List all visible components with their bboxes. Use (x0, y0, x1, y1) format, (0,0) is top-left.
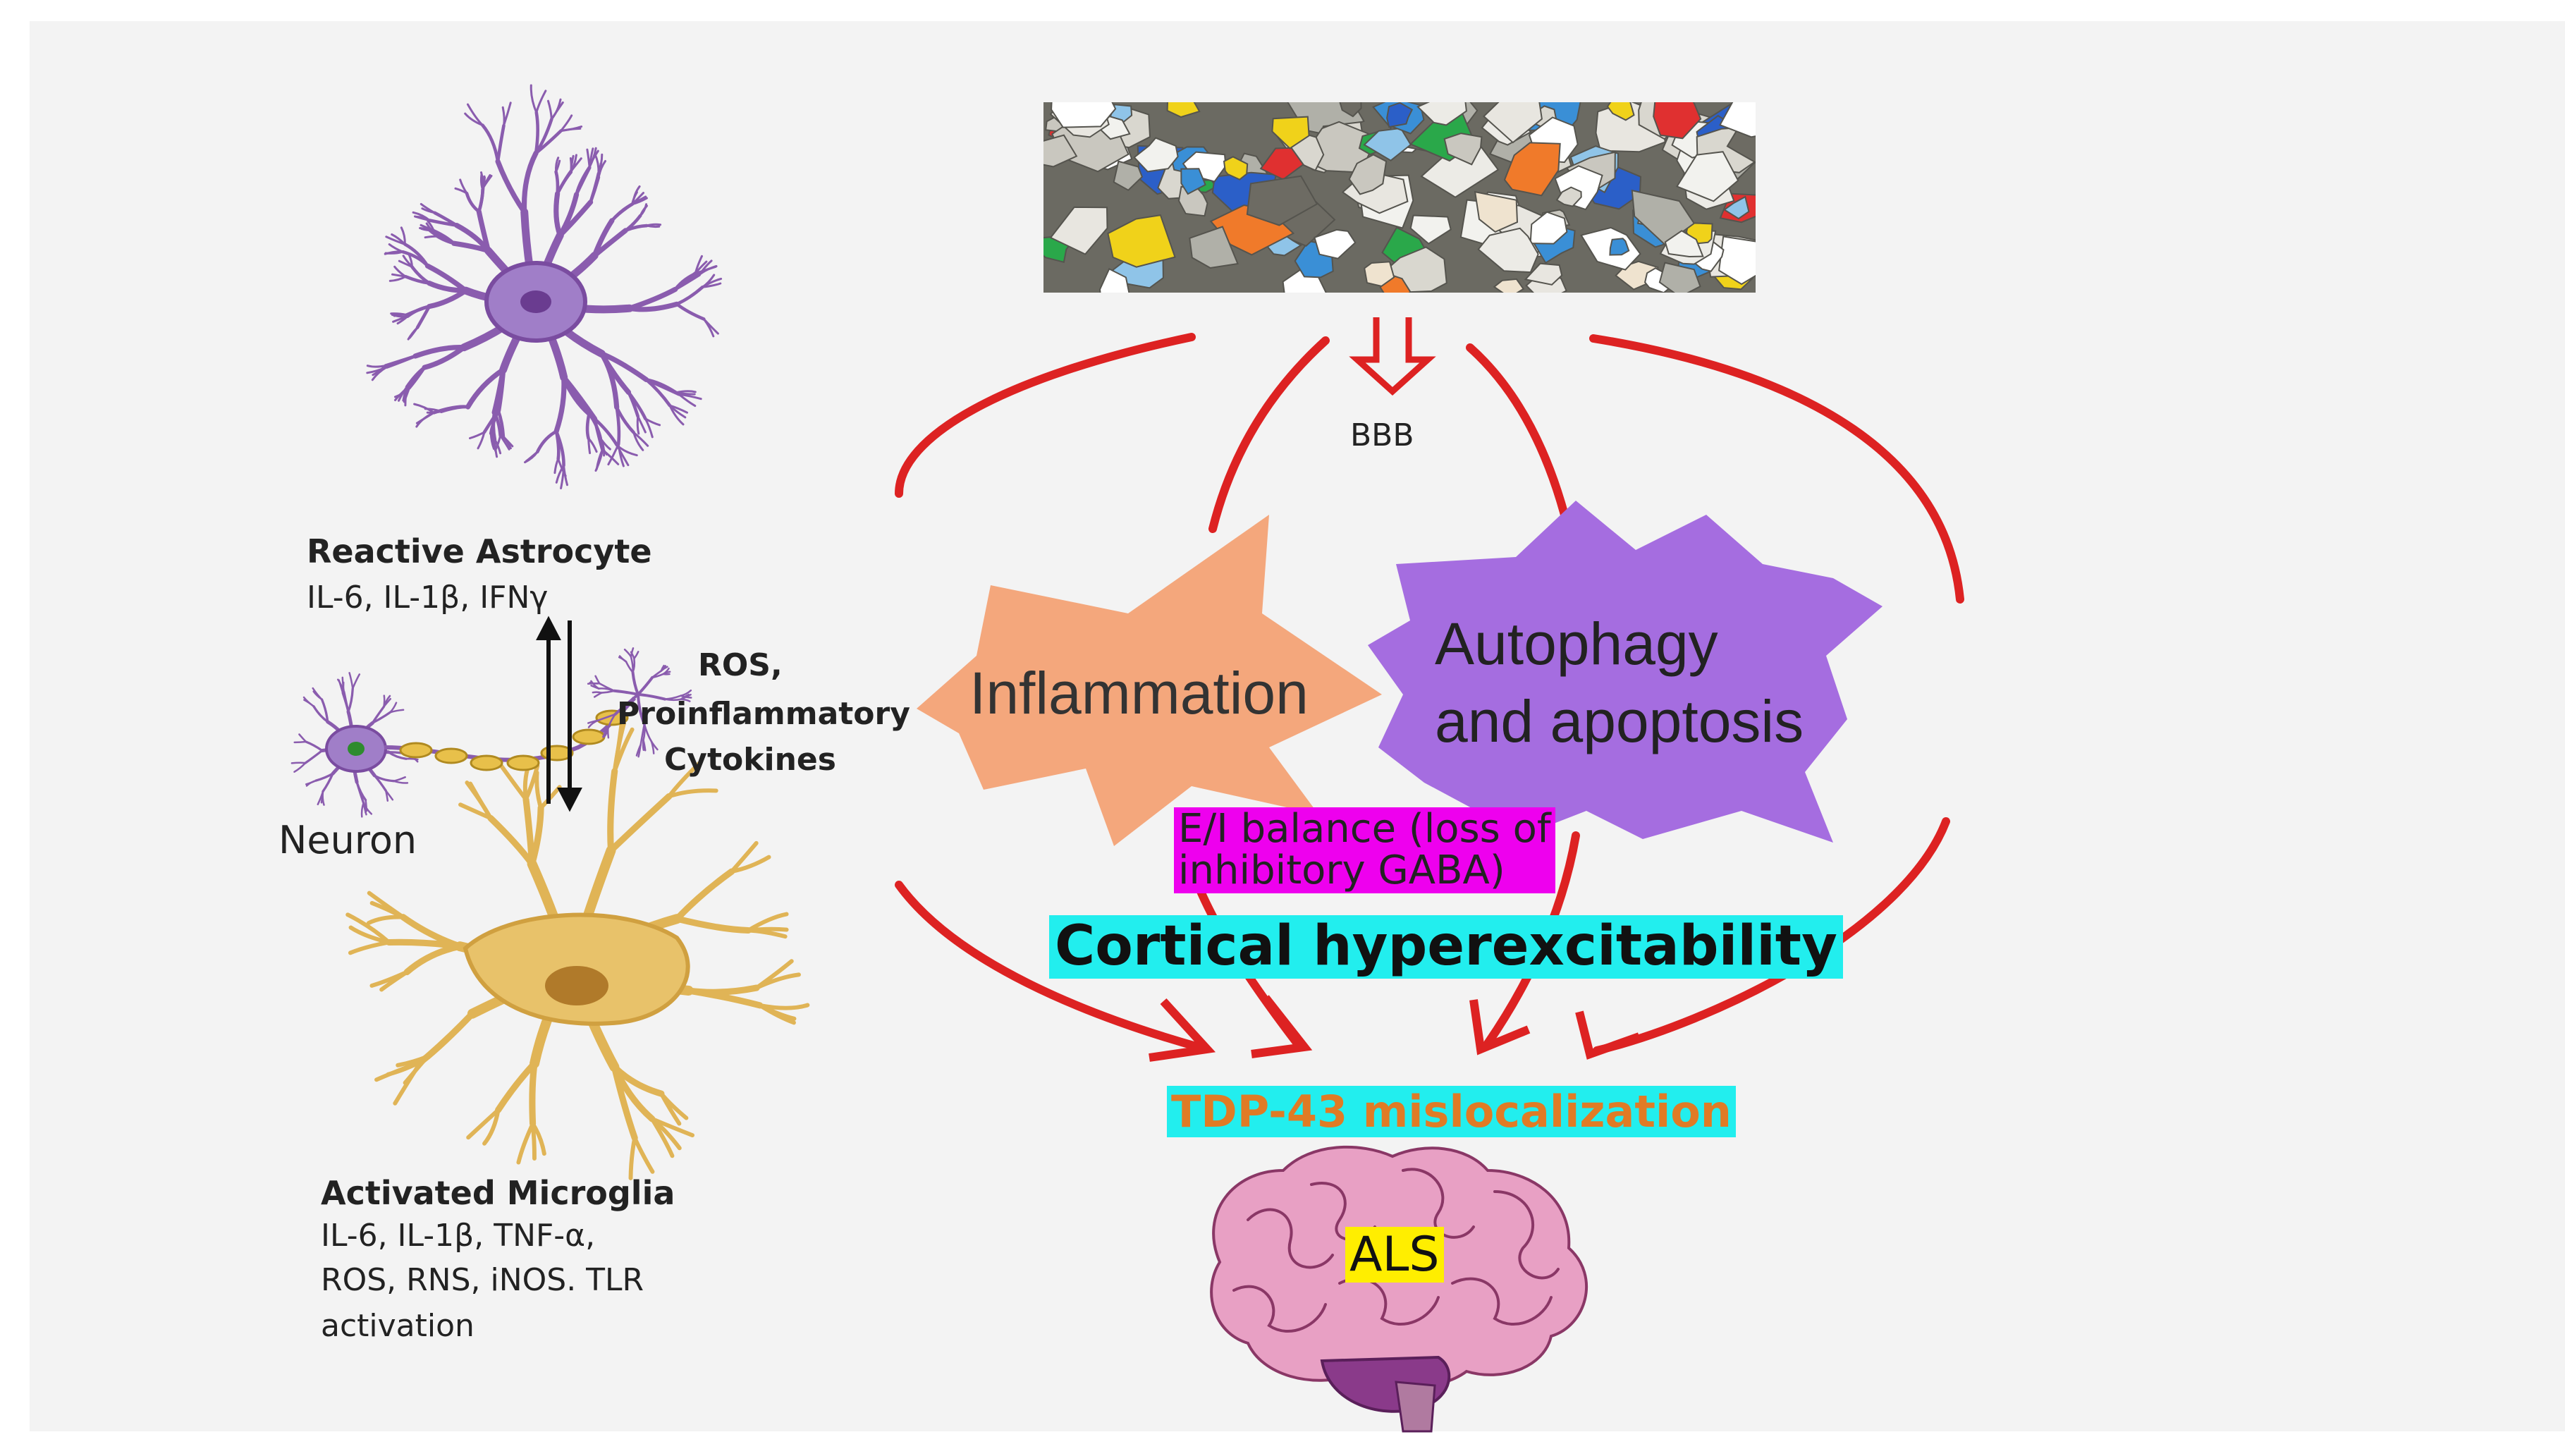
cell-process (532, 1063, 534, 1124)
autophagy-label-1: Autophagy (1435, 610, 1718, 678)
myelin-segment (471, 756, 502, 770)
cortical-hyperexcitability-label: Cortical hyperexcitability (1049, 915, 1843, 979)
cell-process (587, 414, 589, 439)
cell-process (367, 366, 386, 367)
signal-label-3: Cytokines (664, 742, 836, 778)
microplastics-image (1031, 77, 1787, 310)
microglia-markers-3: activation (321, 1308, 475, 1344)
myelin-segment (508, 756, 539, 770)
signal-label-1: ROS, (698, 647, 783, 683)
cell-process (556, 172, 558, 194)
cell-process (533, 1124, 534, 1158)
cell-process (593, 692, 601, 693)
cell-process (536, 113, 538, 154)
myelin-segment (436, 749, 467, 763)
cell-process (292, 763, 305, 764)
astrocyte-markers: IL-6, IL-1β, IFNγ (307, 580, 548, 616)
tdp43-label: TDP-43 mislocalization (1167, 1086, 1736, 1137)
cell-process (637, 416, 639, 434)
als-label: ALS (1345, 1227, 1444, 1283)
myelin-segment (400, 743, 431, 757)
microglia-title: Activated Microglia (321, 1174, 675, 1212)
cell-process (427, 412, 441, 413)
astrocyte-title: Reactive Astrocyte (307, 532, 652, 570)
microglia-markers-2: ROS, RNS, iNOS. TLR (321, 1262, 644, 1298)
autophagy-label-2: and apoptosis (1435, 687, 1804, 756)
inflammation-label: Inflammation (969, 659, 1309, 728)
ei-balance-line2: inhibitory GABA) (1178, 850, 1551, 892)
microglia-markers-1: IL-6, IL-1β, TNF-α, (321, 1218, 595, 1254)
bbb-label: BBB (1350, 417, 1414, 453)
astrocyte-nucleus (520, 290, 551, 313)
ei-balance-line1: E/I balance (loss of (1178, 809, 1551, 850)
plastic-fragment (1610, 238, 1629, 255)
signal-label-2: Proinflammatory (617, 696, 910, 732)
myelin-segment (573, 730, 604, 744)
neuron-label: Neuron (278, 818, 417, 862)
microglia-nucleus (545, 966, 608, 1005)
neuron-nucleus (348, 742, 365, 756)
cell-process (425, 236, 437, 238)
ei-balance-label: E/I balance (loss of inhibitory GABA) (1174, 807, 1555, 893)
brain-stem (1396, 1382, 1435, 1431)
